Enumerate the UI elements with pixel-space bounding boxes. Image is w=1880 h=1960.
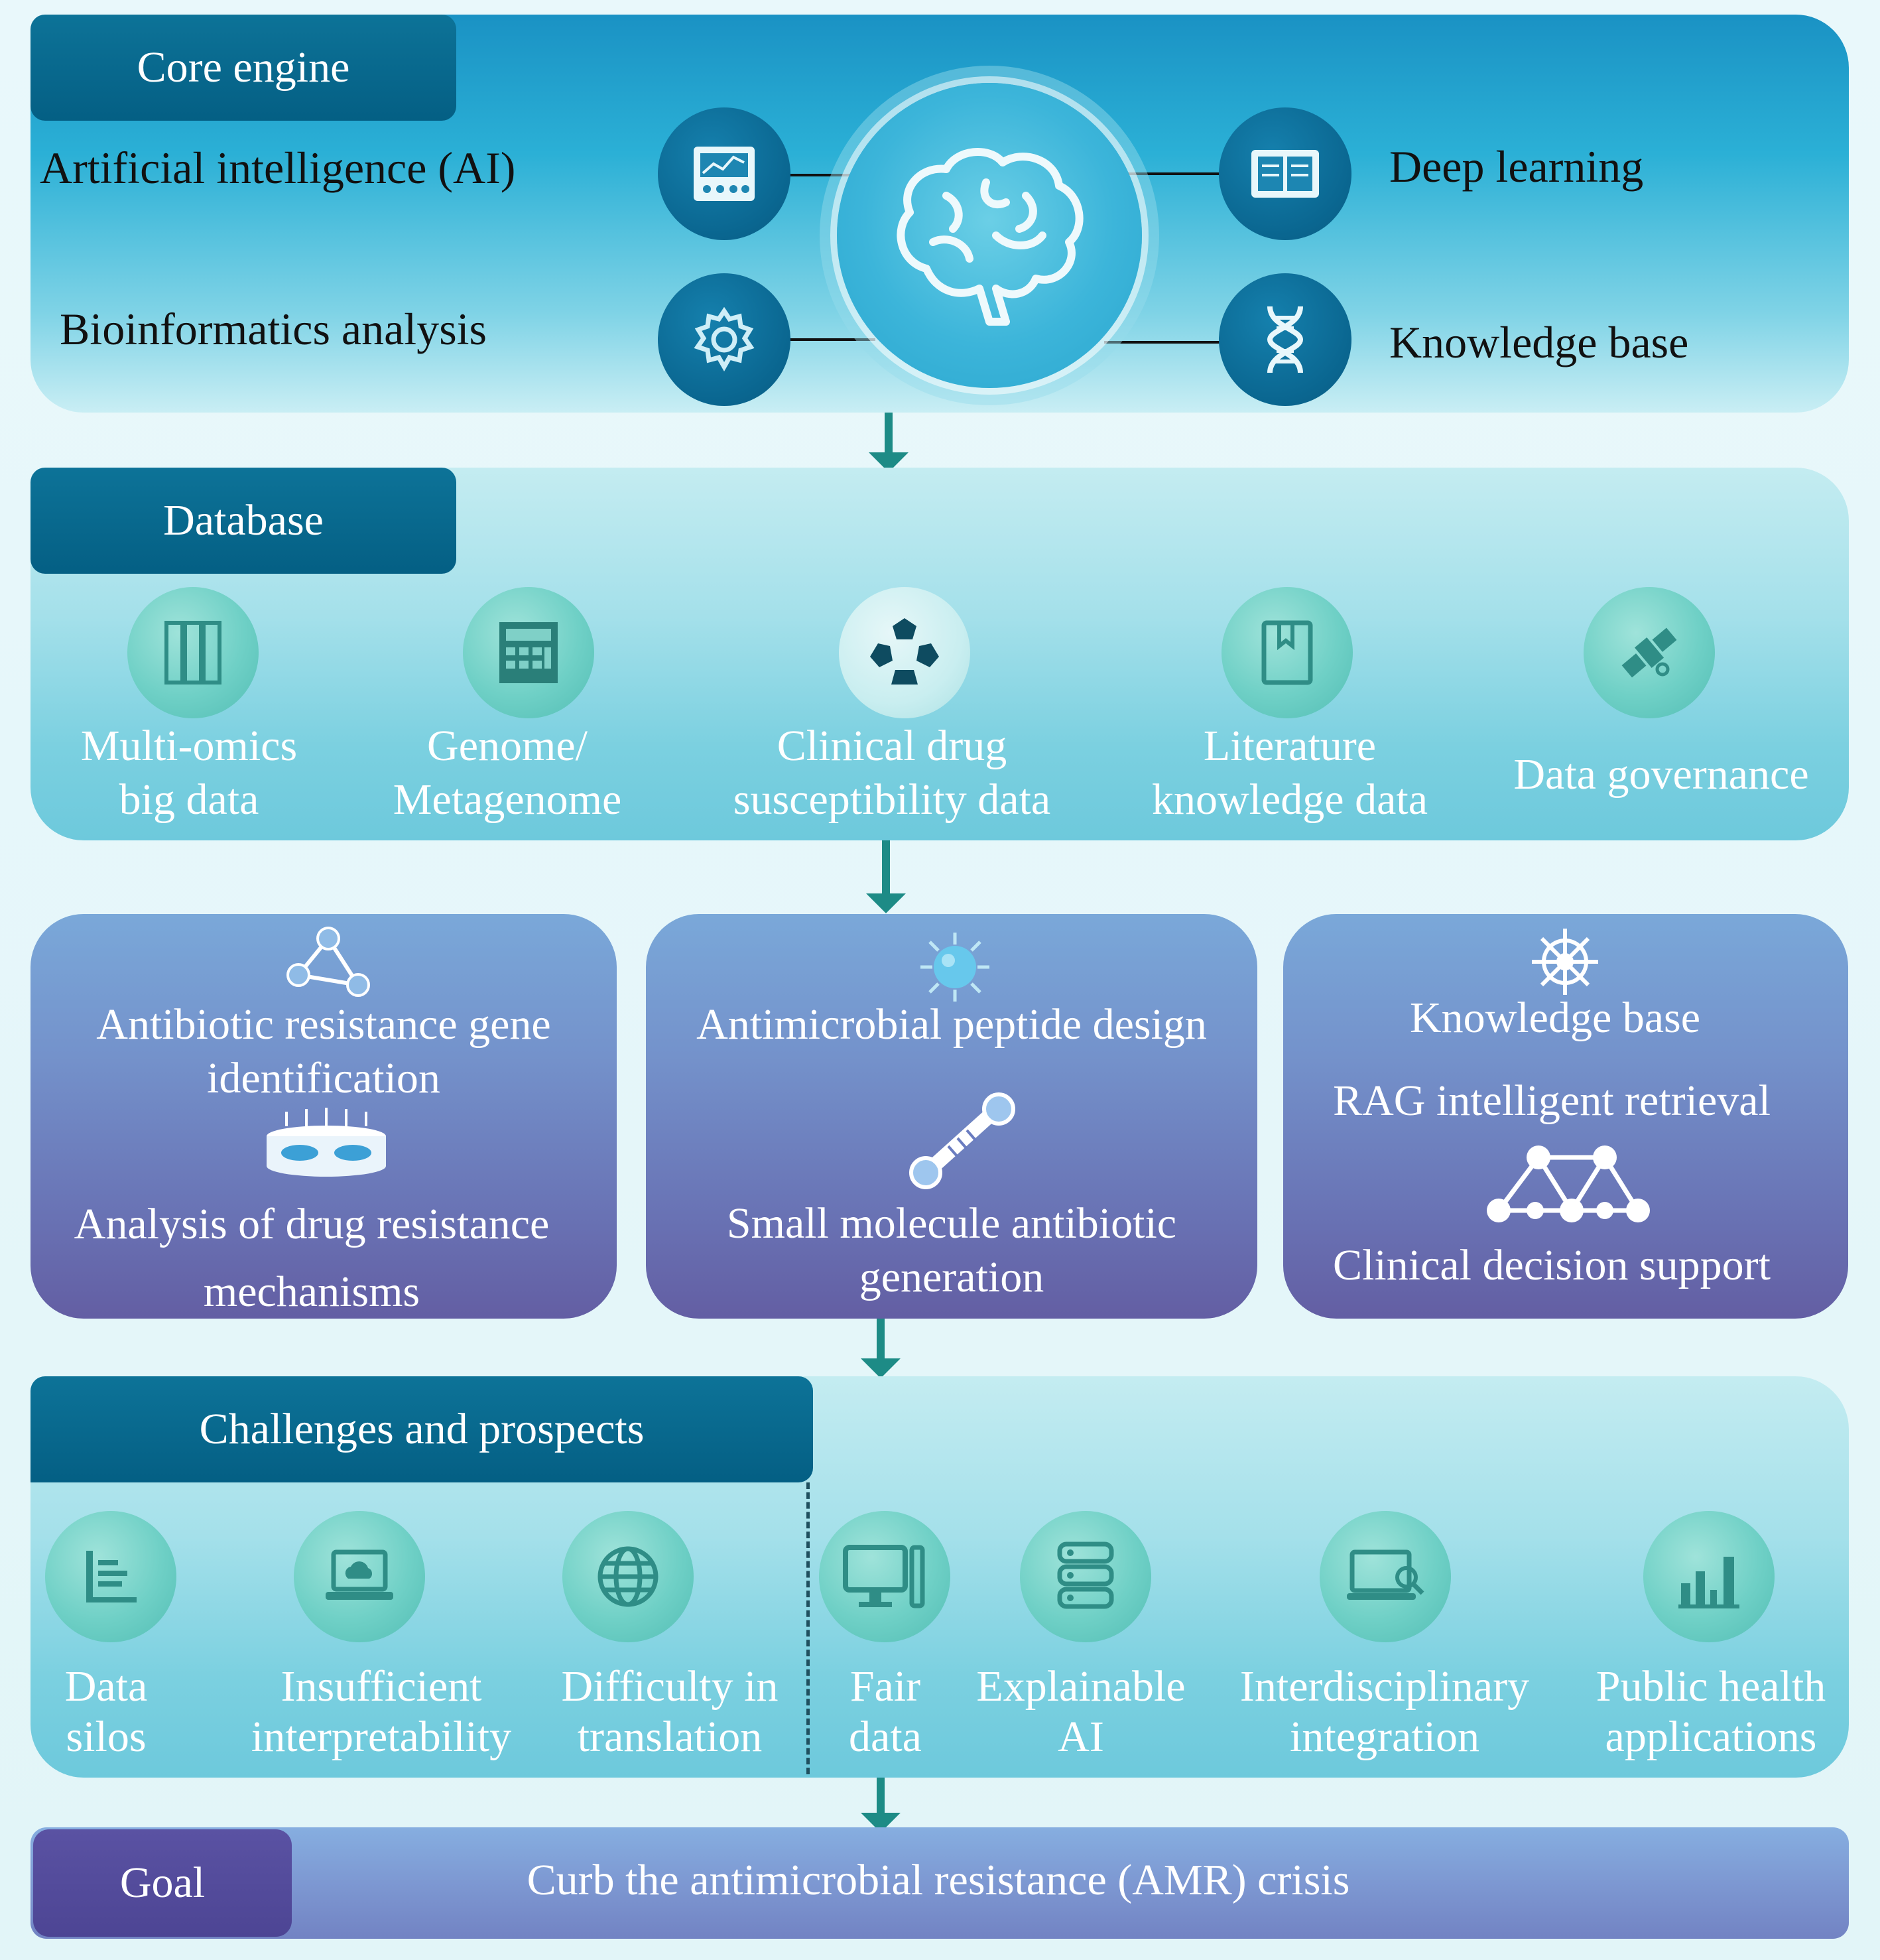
db-label-2: Genome/ Metagenome: [393, 722, 622, 824]
monitor-icon: [819, 1511, 950, 1642]
goal-panel: [31, 1827, 1849, 1939]
connector-dl: [1104, 172, 1220, 175]
db-label-1: Multi-omics big data: [80, 722, 298, 824]
arrow-challenges-to-goal: [861, 1778, 901, 1834]
arrow-database-to-applications: [866, 840, 906, 913]
book-open-icon: [1219, 107, 1351, 240]
arrow-applications-to-challenges: [861, 1319, 901, 1378]
section-divider: [806, 1482, 810, 1774]
goal-text: Curb the antimicrobial resistance (AMR) …: [527, 1856, 1350, 1904]
database-tab: Database: [31, 468, 456, 574]
clinical-decision-label: Clinical decision support: [1333, 1241, 1771, 1289]
server-rack-icon: [127, 587, 259, 718]
gene-network-icon: [279, 925, 378, 1008]
calculator-grid-icon: [463, 587, 594, 718]
molecule-dumbbell-icon: [902, 1088, 1021, 1197]
connector-kb: [1104, 341, 1220, 344]
wheel-icon: [1529, 925, 1601, 1002]
gear-icon: [658, 273, 790, 406]
server-stack-icon: [1020, 1511, 1151, 1642]
dashboard-icon: [658, 107, 790, 240]
arrow-core-to-database: [869, 413, 909, 472]
list-chart-icon: [45, 1511, 176, 1642]
connector-bio: [789, 338, 875, 341]
molecule-ring-icon: [839, 587, 970, 718]
virus-icon: [915, 927, 995, 1010]
bioinformatics-label: Bioinformatics analysis: [60, 304, 487, 354]
knowledge-base-label: Knowledge base: [1389, 317, 1689, 367]
challenge-label-7: Public health applications: [1596, 1662, 1826, 1761]
ai-label: Artificial intelligence (AI): [40, 143, 516, 193]
challenge-label-2: Insufficient interpretability: [251, 1662, 512, 1761]
core-engine-tab: Core engine: [31, 15, 456, 121]
challenge-label-1: Data silos: [64, 1662, 148, 1761]
brain-icon: [837, 83, 1142, 388]
right-knowledge-base-label: Knowledge base: [1409, 994, 1701, 1042]
laptop-search-icon: [1320, 1511, 1451, 1642]
challenge-label-4: Fair data: [849, 1662, 922, 1761]
db-label-5: Data governance: [1513, 750, 1809, 799]
peptide-design-label: Antimicrobial peptide design: [696, 1000, 1207, 1049]
dna-icon: [1219, 273, 1351, 406]
petri-dish-icon: [260, 1106, 393, 1183]
bar-chart-icon: [1643, 1511, 1775, 1642]
satellite-icon: [1584, 587, 1715, 718]
rag-retrieval-label: RAG intelligent retrieval: [1333, 1077, 1771, 1125]
arg-identification-label: Antibiotic resistance gene identificatio…: [96, 1000, 551, 1102]
book-icon: [1222, 587, 1353, 718]
challenge-label-6: Interdisciplinary integration: [1239, 1662, 1530, 1761]
db-label-3: Clinical drug susceptibility data: [733, 722, 1051, 824]
laptop-cloud-icon: [294, 1511, 425, 1642]
connector-ai: [789, 174, 875, 176]
goal-tab: Goal: [33, 1829, 292, 1937]
deep-learning-label: Deep learning: [1389, 141, 1644, 192]
globe-icon: [562, 1511, 694, 1642]
small-molecule-label: Small molecule antibiotic generation: [726, 1199, 1177, 1301]
db-label-4: Literature knowledge data: [1151, 722, 1428, 824]
challenge-label-3: Difficulty in translation: [561, 1662, 779, 1761]
network-graph-icon: [1485, 1144, 1651, 1234]
challenges-tab: Challenges and prospects: [31, 1376, 813, 1482]
challenge-label-5: Explainable AI: [976, 1662, 1186, 1761]
drug-resistance-mechanisms-label: Analysis of drug resistance mechanisms: [74, 1200, 550, 1317]
application-panel-left: [31, 914, 617, 1319]
